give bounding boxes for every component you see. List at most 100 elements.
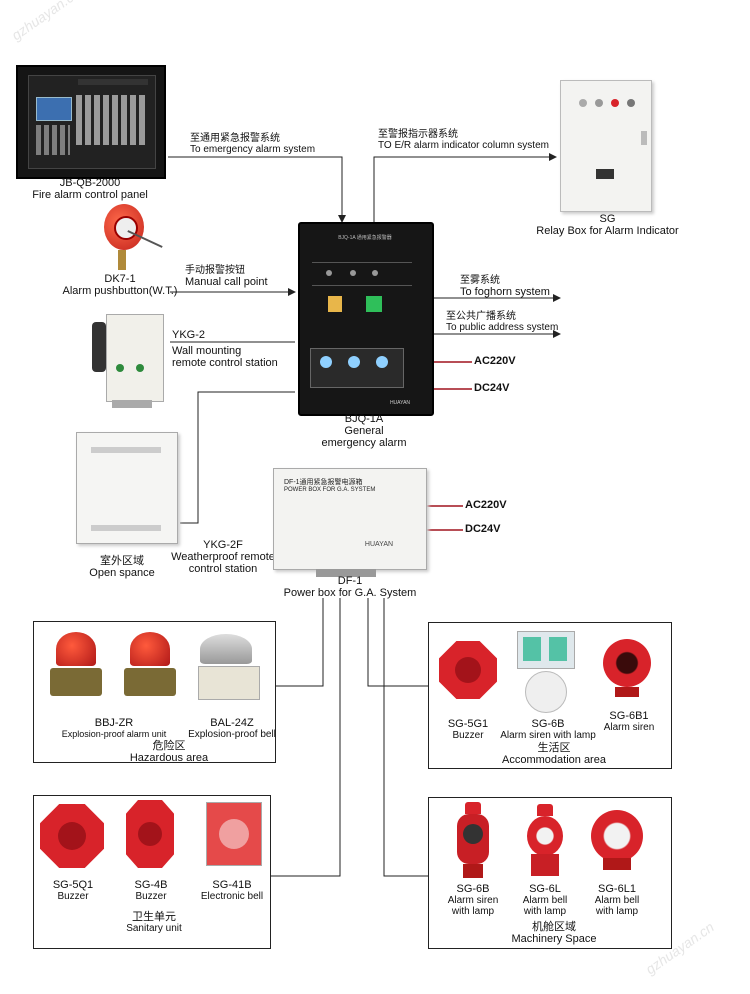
weatherproof-label: YKG-2F Weatherproof remote control stati… [168,539,278,576]
df-label: DF-1 Power box for G.A. System [270,575,430,600]
sg6l-name-1: Alarm bell [522,894,568,906]
sg5q1-image [40,804,104,868]
df-en-title: POWER BOX FOR G.A. SYSTEM [284,487,376,493]
sg41b-name: Electronic bell [200,890,264,902]
to-pa-zh: 至公共广播系统 [446,311,516,322]
bbj-unit-2-image [118,630,182,700]
bbj-unit-1-image [44,630,108,700]
fire-panel-label: JB-QB-2000 Fire alarm control panel [0,177,180,202]
fire-alarm-panel-image [16,65,166,179]
sg6b1-image [599,637,655,699]
relay-box-model: SG [599,213,616,225]
sg6l1-image [589,810,645,872]
sg5q1-label: SG-5Q1 Buzzer [38,879,108,903]
remote-model: YKG-2 [172,329,206,341]
bjq-alarm-image: BJQ-1A 通用紧急报警器 HUAYAN [298,222,434,416]
relay-box-image [560,80,652,212]
sg6l-model: SG-6L [529,883,561,895]
manual-call-zh: 手动报警按钮 [185,265,245,276]
ac-label-df: AC220V [465,499,507,511]
bbj-label: BBJ-ZR Explosion-proof alarm unit [54,717,174,740]
to-ga-en: To emergency alarm system [190,143,316,155]
machinery-zh: 机舱区域 [532,921,576,933]
sg5g1-model: SG-5G1 [447,718,489,730]
to-foghorn-zh: 至雾系统 [460,275,500,286]
sg6b1-label: SG-6B1 Alarm siren [591,710,667,734]
pushbutton-name: Alarm pushbutton(W.T.) [62,284,178,297]
pushbutton-model: DK7-1 [104,273,136,285]
fire-panel-name: Fire alarm control panel [32,188,148,201]
bal-name: Explosion-proof bell [188,728,276,740]
sg6b-accom-name: Alarm siren with lamp [500,729,596,741]
weatherproof-name-2: control station [188,562,258,575]
sg6b-accom-image [517,631,575,717]
sg6b-machinery-label: SG-6B Alarm siren with lamp [435,883,511,917]
pushbutton-image [96,202,168,272]
sg6b-accom-model: SG-6B [531,718,565,730]
wire-machinery [383,598,428,877]
sg4b-image [126,800,174,868]
remote-name-2: remote control station [172,356,278,369]
wire-sanitary [270,598,341,877]
wire-hazardous [275,598,324,687]
sg6l-label: SG-6L Alarm bell with lamp [507,883,583,917]
bjq-brand: HUAYAN [389,400,411,406]
outdoor-label: 室外区域 Open spance [62,555,182,580]
sg6b1-model: SG-6B1 [609,710,649,722]
sg41b-label: SG-41B Electronic bell [194,879,270,903]
wire-bjq-to-er [373,153,557,222]
hazardous-area-panel: BBJ-ZR Explosion-proof alarm unit BAL-24… [33,621,276,764]
sg5g1-label: SG-5G1 Buzzer [429,718,507,742]
sg41b-image [206,802,262,866]
sg6l1-name-2: with lamp [595,905,639,917]
pushbutton-label: DK7-1 Alarm pushbutton(W.T.) [40,273,200,298]
remote-name-1: Wall mounting [172,344,242,357]
outdoor-name: Open spance [89,566,155,579]
dc-label-df: DC24V [465,523,501,535]
to-er-zh: 至警报指示器系统 [378,129,458,140]
sanitary-en: Sanitary unit [126,922,182,934]
df-model: DF-1 [337,575,363,587]
df-brand: HUAYAN [364,541,394,548]
accommodation-en: Accommodation area [502,753,606,766]
to-er-en: TO E/R alarm indicator column system [378,139,549,151]
sg6l-name-2: with lamp [523,905,567,917]
wire-weatherproof [180,391,295,524]
sg5q1-name: Buzzer [57,890,89,902]
bjq-label: BJQ-1A General emergency alarm [292,413,436,450]
ac-label-bjq: AC220V [474,355,516,367]
accommodation-title: 生活区 Accommodation area [489,742,619,767]
relay-box-label: SG Relay Box for Alarm Indicator [520,213,695,238]
bal-model: BAL-24Z [210,717,254,729]
wire-accommodation [367,598,428,687]
sg4b-name: Buzzer [135,890,167,902]
sg4b-label: SG-4B Buzzer [116,879,186,903]
remote-station-label: YKG-2 Wall mounting remote control stati… [172,329,282,370]
outdoor-zh: 室外区域 [100,555,144,567]
sanitary-title: 卫生单元 Sanitary unit [104,911,204,935]
weatherproof-model: YKG-2F [203,539,243,551]
bal-bell-image [192,632,264,700]
sg6l1-label: SG-6L1 Alarm bell with lamp [579,883,655,917]
sg5g1-name: Buzzer [452,729,484,741]
sanitary-zh: 卫生单元 [132,911,176,923]
to-foghorn-en: To foghorn system [460,285,550,298]
to-ga-label: 至通用紧急报警系统 To emergency alarm system [190,133,340,156]
df-name: Power box for G.A. System [283,586,417,599]
sg4b-model: SG-4B [134,879,168,891]
sanitary-unit-panel: SG-5Q1 Buzzer SG-4B Buzzer SG-41B Electr… [33,795,271,949]
to-pa-label: 至公共广播系统 To public address system [446,311,566,334]
sg6b-accom-label: SG-6B Alarm siren with lamp [495,718,601,742]
machinery-en: Machinery Space [511,932,597,945]
sg6b1-name: Alarm siren [603,721,655,733]
bjq-name-2: emergency alarm [321,436,407,449]
machinery-space-panel: SG-6B Alarm siren with lamp SG-6L Alarm … [428,797,672,949]
manual-call-label: 手动报警按钮 Manual call point [185,265,295,289]
outdoor-box-image [76,432,178,544]
relay-box-name: Relay Box for Alarm Indicator [536,224,679,237]
to-pa-en: To public address system [446,321,559,333]
sg6l1-model: SG-6L1 [598,883,636,895]
to-foghorn-label: 至雾系统 To foghorn system [460,275,570,299]
bjq-model: BJQ-1A [344,413,384,425]
